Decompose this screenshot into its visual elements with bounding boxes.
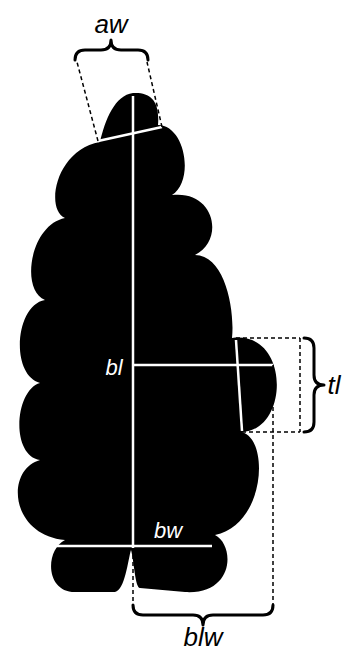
midrib-line bbox=[132, 96, 135, 548]
brace bbox=[304, 338, 324, 432]
blade-length-line bbox=[133, 364, 273, 367]
guide-line bbox=[77, 62, 98, 141]
base-width-line bbox=[55, 545, 212, 548]
guide-line bbox=[236, 337, 300, 339]
apex-width-line bbox=[98, 127, 162, 141]
dimension-label: aw bbox=[94, 11, 127, 37]
brace bbox=[75, 40, 148, 60]
guide-line bbox=[272, 365, 274, 604]
dimension-label: blw bbox=[183, 624, 222, 650]
dimension-label: bw bbox=[154, 520, 182, 542]
dimension-label: tl bbox=[328, 372, 341, 398]
guide-line bbox=[132, 548, 134, 604]
leaf-silhouette bbox=[18, 93, 277, 592]
brace bbox=[133, 605, 273, 625]
guide-line bbox=[147, 62, 162, 127]
guide-line bbox=[242, 431, 300, 433]
guide-line bbox=[299, 338, 301, 432]
dimension-label: bl bbox=[105, 357, 122, 379]
tooth-line bbox=[236, 340, 242, 431]
